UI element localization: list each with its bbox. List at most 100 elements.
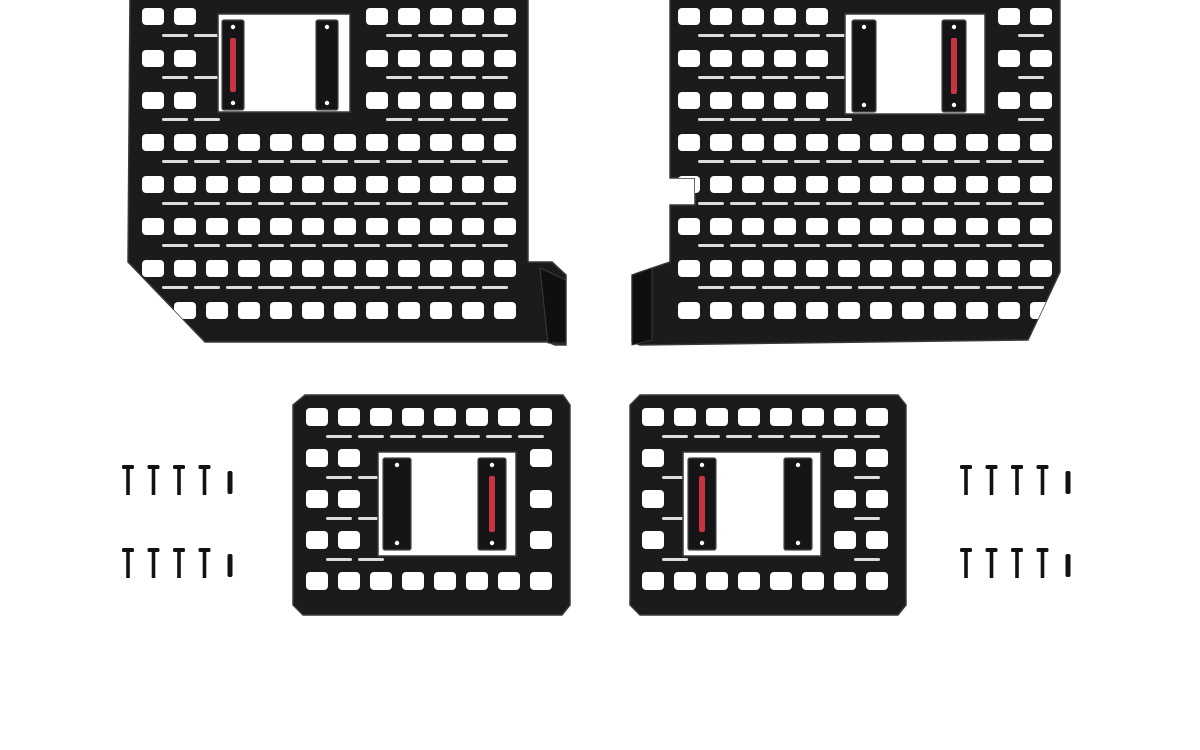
molle-bar-slot: [826, 160, 852, 163]
molle-bar-slot: [954, 244, 980, 247]
molle-slot: [902, 260, 924, 277]
screw-head: [960, 548, 972, 552]
screw-head: [985, 465, 998, 469]
molle-slot: [430, 50, 452, 67]
molle-bar-slot: [858, 202, 884, 205]
molle-slot: [834, 490, 856, 508]
molle-slot: [806, 302, 828, 319]
molle-slot: [998, 50, 1020, 67]
screw-head: [147, 465, 160, 469]
molle-slot: [366, 176, 388, 193]
molle-slot: [462, 134, 484, 151]
molle-slot: [302, 176, 324, 193]
molle-bar-slot: [854, 435, 880, 438]
molle-slot: [338, 531, 360, 549]
molle-bar-slot: [794, 286, 820, 289]
screw-shaft: [964, 468, 968, 495]
molle-bar-slot: [226, 244, 252, 247]
molle-bar-slot: [418, 76, 444, 79]
molle-slot: [742, 302, 764, 319]
molle-slot: [174, 134, 196, 151]
bracket-bolt-bottom: [394, 540, 400, 546]
molle-bar-slot: [890, 202, 916, 205]
molle-slot: [742, 92, 764, 109]
molle-slot: [334, 134, 356, 151]
molle-slot: [966, 134, 988, 151]
molle-bar-slot: [922, 160, 948, 163]
molle-bar-slot: [194, 286, 220, 289]
molle-slot: [306, 531, 328, 549]
screw: [173, 548, 185, 578]
hardware-left: [122, 465, 233, 578]
molle-bar-slot: [386, 160, 412, 163]
molle-bar-slot: [482, 34, 508, 37]
molle-bar-slot: [418, 286, 444, 289]
molle-slot: [398, 218, 420, 235]
molle-slot: [302, 218, 324, 235]
screw-shaft: [151, 551, 156, 578]
molle-bar-slot: [226, 160, 252, 163]
molle-slot: [398, 50, 420, 67]
short-screw: [227, 554, 233, 577]
molle-bar-slot: [258, 286, 284, 289]
bracket-bolt-top: [699, 462, 705, 468]
molle-bar-slot: [762, 202, 788, 205]
molle-bar-slot: [226, 286, 252, 289]
molle-slot: [494, 134, 516, 151]
molle-bar-slot: [854, 517, 880, 520]
molle-bar-slot: [162, 244, 188, 247]
molle-slot: [494, 218, 516, 235]
molle-bar-slot: [762, 76, 788, 79]
molle-slot: [678, 260, 700, 277]
bracket-bolt-top: [324, 24, 330, 30]
molle-slot: [966, 260, 988, 277]
screw: [960, 465, 972, 495]
bracket-bolt-bottom: [699, 540, 705, 546]
molle-slot: [270, 302, 292, 319]
molle-slot: [306, 449, 328, 467]
molle-slot: [366, 134, 388, 151]
molle-slot: [1030, 134, 1052, 151]
molle-slot: [398, 92, 420, 109]
molle-bar-slot: [258, 244, 284, 247]
molle-bar-slot: [698, 160, 724, 163]
molle-slot: [774, 260, 796, 277]
screw-shaft: [1065, 554, 1071, 577]
bracket-right: [477, 457, 507, 551]
molle-slot: [462, 260, 484, 277]
molle-slot: [206, 176, 228, 193]
molle-slot: [306, 572, 328, 590]
molle-slot: [494, 50, 516, 67]
bracket-bolt-bottom: [230, 100, 236, 106]
molle-slot: [206, 260, 228, 277]
screw: [147, 465, 160, 495]
screw-head: [1011, 548, 1023, 552]
molle-slot: [430, 218, 452, 235]
screw-head: [122, 465, 134, 469]
screw: [1036, 548, 1049, 578]
molle-slot: [866, 572, 888, 590]
molle-bar-slot: [386, 244, 412, 247]
molle-bar-slot: [482, 244, 508, 247]
molle-slot: [678, 302, 700, 319]
screw-shaft: [177, 551, 181, 578]
large-molle-panel-left: [127, 0, 567, 346]
molle-slot: [142, 8, 164, 25]
molle-slot: [238, 260, 260, 277]
molle-slot: [742, 260, 764, 277]
molle-bar-slot: [1018, 160, 1044, 163]
molle-bar-slot: [194, 244, 220, 247]
molle-bar-slot: [794, 244, 820, 247]
molle-bar-slot: [762, 244, 788, 247]
molle-slot: [770, 572, 792, 590]
screw: [147, 548, 160, 578]
molle-bar-slot: [698, 244, 724, 247]
screw: [1036, 465, 1049, 495]
molle-slot: [270, 134, 292, 151]
molle-slot: [306, 408, 328, 426]
molle-slot: [838, 302, 860, 319]
molle-bar-slot: [726, 435, 752, 438]
molle-bar-slot: [762, 34, 788, 37]
molle-slot: [834, 449, 856, 467]
